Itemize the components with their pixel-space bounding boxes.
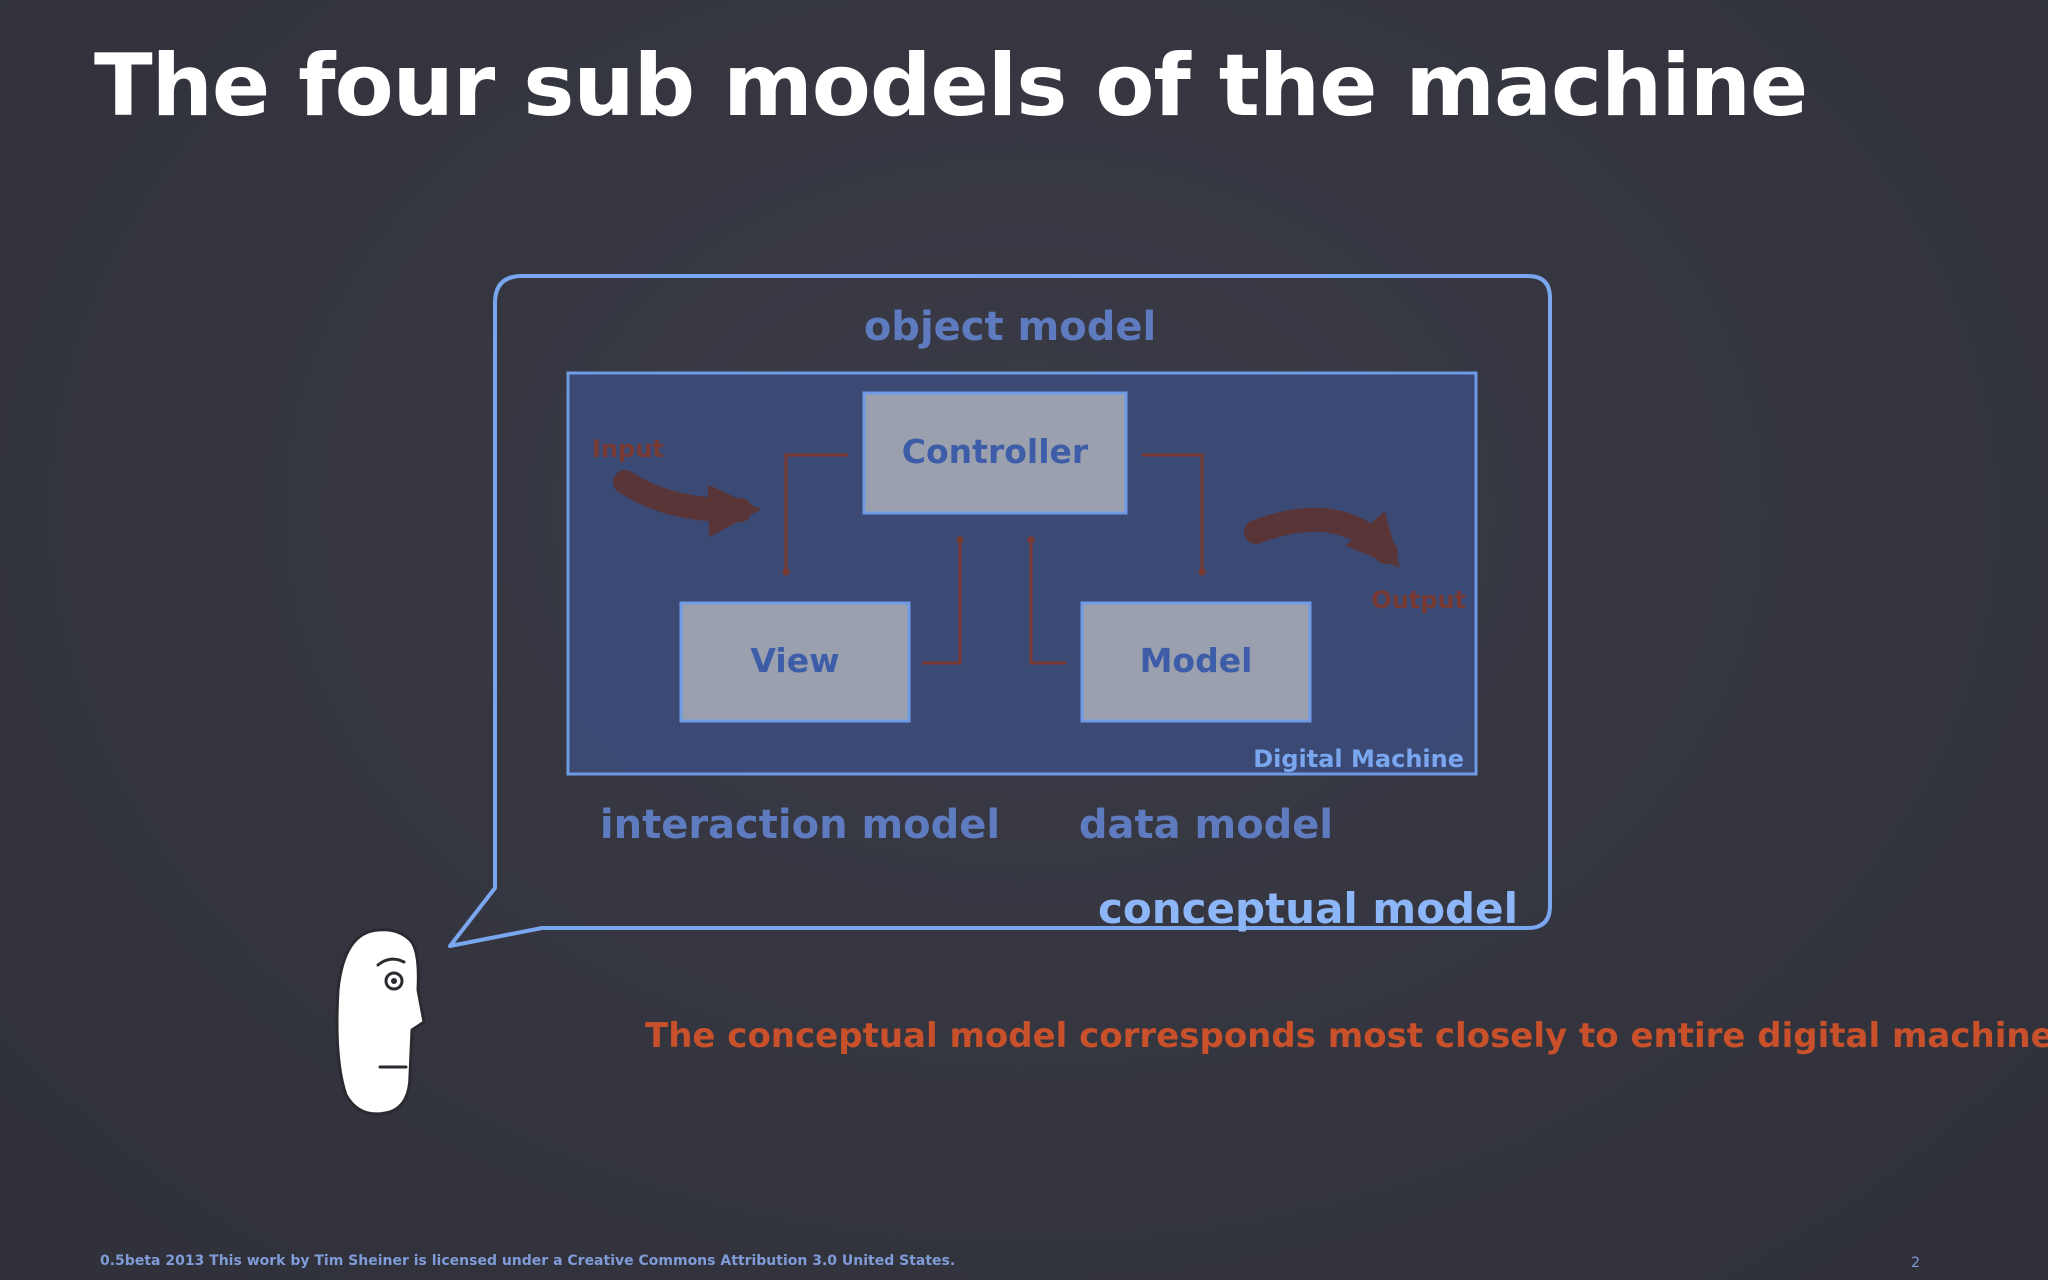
- conceptual-model-label: conceptual model: [1098, 884, 1518, 933]
- controller-label: Controller: [902, 432, 1089, 471]
- view-label: View: [750, 641, 839, 680]
- output-label: Output: [1371, 586, 1466, 614]
- digital-machine-label: Digital Machine: [1253, 745, 1464, 773]
- slide-caption: The conceptual model corresponds most cl…: [645, 1016, 2048, 1056]
- view-to-controller-line: [922, 536, 964, 665]
- output-arrow: [1244, 507, 1401, 568]
- model-to-controller-line: [1027, 536, 1066, 665]
- input-label: Input: [592, 435, 664, 463]
- person-head-icon: [335, 928, 426, 1116]
- controller-to-view-line: [782, 453, 848, 576]
- model-box: [1080, 601, 1312, 723]
- controller-to-model-line: [1142, 453, 1206, 576]
- interaction-model-label: interaction model: [600, 802, 1000, 848]
- input-arrow: [613, 470, 762, 538]
- object-model-label: object model: [864, 304, 1156, 350]
- model-label: Model: [1140, 641, 1253, 680]
- page-number: 2: [1911, 1255, 1920, 1271]
- controller-box: [862, 391, 1128, 515]
- data-model-label: data model: [1079, 802, 1333, 848]
- license-footer: 0.5beta 2013 This work by Tim Sheiner is…: [100, 1253, 956, 1269]
- view-box: [679, 601, 911, 723]
- speech-bubble: [448, 274, 1552, 948]
- slide-title: The four sub models of the machine: [94, 36, 1808, 136]
